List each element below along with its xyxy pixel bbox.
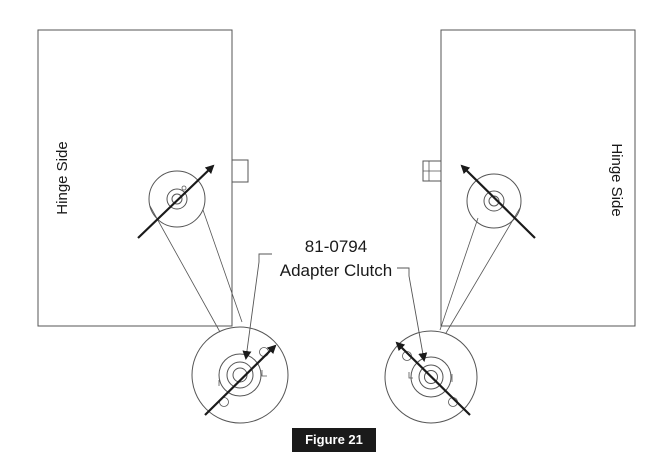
part-name-label: Adapter Clutch	[280, 261, 392, 280]
left-projection-line	[202, 209, 243, 323]
right-door-assembly: Hinge Side	[384, 29, 636, 424]
left-leader-line	[242, 253, 272, 360]
right-door-panel	[440, 29, 636, 327]
left-hinge-side-label: Hinge Side	[54, 141, 71, 214]
figure-label: Figure 21	[292, 428, 376, 452]
right-hinge-side-label: Hinge Side	[608, 143, 625, 216]
left-door-assembly: Hinge Side	[37, 29, 289, 424]
part-number-label: 81-0794	[305, 237, 367, 256]
left-door-arrow-icon	[137, 164, 215, 239]
adapter-clutch-callout: 81-0794 Adapter Clutch	[242, 237, 428, 362]
left-operator-tab	[231, 159, 249, 183]
right-clutch-arrow-icon	[395, 341, 471, 416]
left-clutch-arrow-icon	[204, 344, 277, 416]
right-projection-line	[445, 207, 521, 334]
left-door-hub	[148, 170, 206, 228]
right-door-arrow-icon	[460, 164, 536, 239]
left-enlarged-clutch	[191, 326, 289, 424]
right-leader-line	[397, 267, 428, 362]
right-projection-line	[439, 217, 479, 331]
left-projection-line	[149, 205, 221, 333]
